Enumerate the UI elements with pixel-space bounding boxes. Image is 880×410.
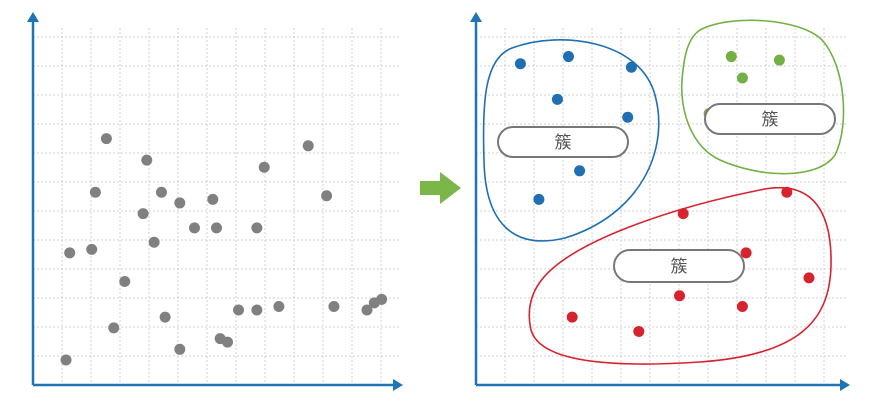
data-point — [89, 186, 101, 198]
data-point — [302, 140, 314, 152]
cluster-red-label: 簇 — [613, 249, 745, 283]
data-point — [251, 222, 263, 234]
data-point — [141, 154, 153, 166]
cluster-green-point — [773, 54, 785, 66]
cluster-red-label-pill — [613, 249, 745, 283]
cluster-red-point — [781, 186, 793, 198]
left-grid — [33, 28, 400, 385]
data-point — [222, 336, 234, 348]
left-scatter-panel — [27, 12, 403, 391]
cluster-outlines — [482, 19, 845, 365]
cluster-blue-point — [574, 165, 586, 177]
cluster-green-label: 簇 — [704, 103, 836, 135]
cluster-red-point — [677, 208, 689, 220]
cluster-blue-label-text: 簇 — [555, 133, 572, 153]
cluster-red-point — [566, 311, 578, 323]
right-axes — [470, 12, 850, 391]
data-point — [188, 222, 200, 234]
cluster-red-label-text: 簇 — [671, 257, 688, 277]
data-point — [211, 222, 222, 234]
cluster-green-point — [725, 51, 737, 63]
cluster-green-label-text: 簇 — [762, 110, 779, 130]
data-point — [155, 186, 167, 198]
data-point — [119, 275, 131, 287]
data-point — [233, 304, 245, 316]
cluster-red-point — [736, 300, 748, 312]
data-point — [321, 190, 333, 202]
cluster-blue-point — [514, 58, 526, 70]
cluster-green-point — [736, 72, 748, 84]
cluster-blue-point — [533, 193, 545, 205]
cluster-blue-point — [622, 111, 634, 123]
cluster-blue-point — [563, 51, 574, 63]
y-axis-arrowhead — [470, 12, 482, 22]
data-point — [100, 133, 112, 145]
cluster-green-outline — [680, 19, 845, 175]
right-scatter-panel: 簇簇簇 — [470, 12, 850, 391]
left-axes — [27, 12, 403, 391]
cluster-green-label-pill — [704, 103, 836, 135]
cluster-red-point — [633, 325, 645, 337]
right-grid — [476, 28, 846, 385]
cluster-red-point — [674, 290, 685, 302]
right-points — [514, 51, 815, 337]
cluster-blue-label: 簇 — [497, 126, 629, 158]
data-point — [60, 354, 72, 366]
right-arrow-icon — [420, 172, 461, 204]
left-points — [60, 133, 388, 366]
data-point — [361, 304, 373, 316]
cluster-red-point — [740, 247, 752, 259]
data-point — [174, 197, 186, 209]
data-point — [251, 304, 263, 316]
data-point — [64, 247, 76, 259]
cluster-labels: 簇簇簇 — [497, 103, 836, 283]
data-point — [273, 300, 285, 312]
data-point — [207, 193, 219, 205]
data-point — [174, 343, 186, 355]
cluster-blue-point — [551, 93, 563, 105]
data-point — [137, 208, 149, 220]
data-point — [159, 311, 171, 323]
cluster-red-outline — [528, 187, 832, 365]
cluster-blue-outline — [482, 39, 660, 242]
data-point — [108, 322, 120, 334]
data-point — [258, 161, 270, 173]
y-axis-arrowhead — [27, 12, 39, 22]
cluster-blue-point — [625, 61, 637, 73]
cluster-red-point — [803, 272, 815, 284]
data-point — [376, 293, 388, 305]
data-point — [148, 236, 160, 248]
cluster-blue-label-pill — [497, 126, 629, 158]
data-point — [328, 300, 340, 312]
x-axis-arrowhead — [393, 379, 403, 391]
x-axis-arrowhead — [840, 379, 850, 391]
data-point — [86, 243, 98, 255]
